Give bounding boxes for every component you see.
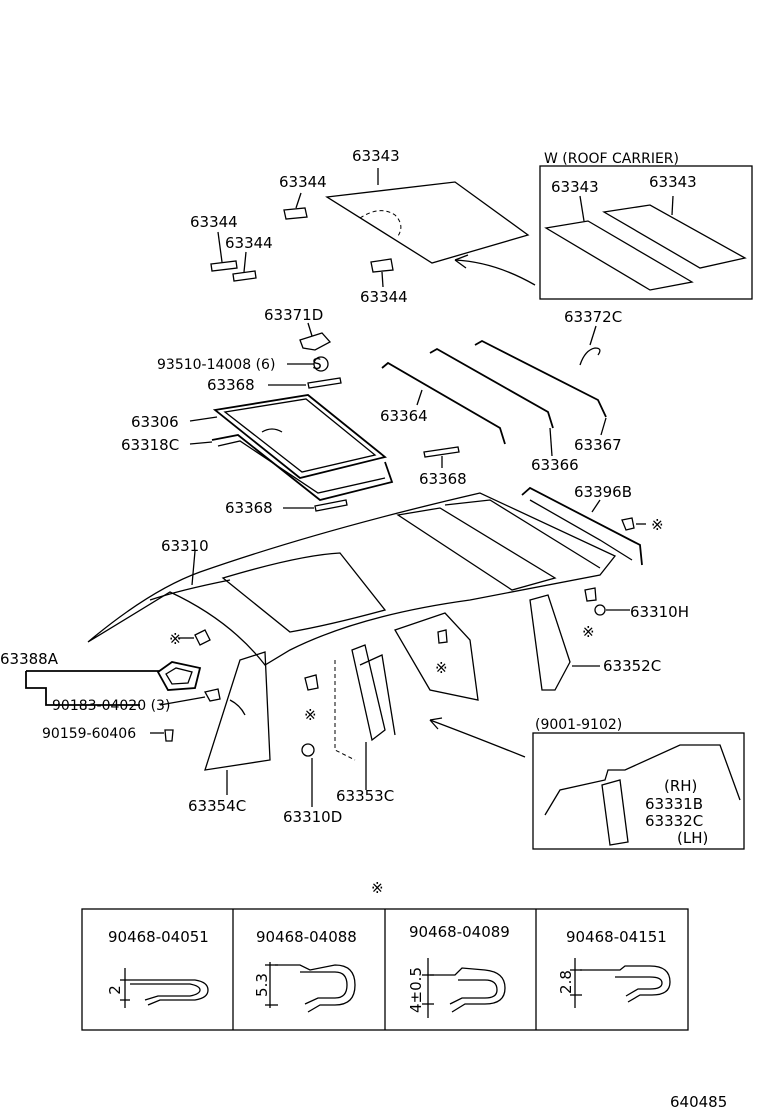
label-63306: 63306 <box>131 413 179 431</box>
inset-title: (9001-9102) <box>535 717 622 733</box>
label-63388a: 63388A <box>0 650 59 668</box>
clip-cell-3: 90468-04089 4±0.5 <box>407 923 510 1018</box>
roof-silencer-pad <box>325 168 536 286</box>
clip-cell-1: 90468-04051 2 <box>106 928 209 1008</box>
dome-lamp-group <box>25 661 221 742</box>
clip-table <box>81 908 689 1031</box>
label-63344-d: 63344 <box>360 288 408 306</box>
label-63368-b: 63368 <box>419 470 467 488</box>
label-63310h: 63310H <box>630 603 689 621</box>
clip-part-number: 90468-04151 <box>566 928 667 946</box>
clip-dimension: 2.8 <box>557 970 575 994</box>
clip-part-number: 90468-04088 <box>256 928 357 946</box>
label-93510: 93510-14008 (6) <box>157 357 275 373</box>
sunroof-trim-parts <box>189 322 460 512</box>
label-63343-rc2: 63343 <box>649 173 697 191</box>
label-63310d: 63310D <box>283 808 342 826</box>
label-63366: 63366 <box>531 456 579 474</box>
clip-cell-2: 90468-04088 5.3 <box>253 928 357 1013</box>
label-63354c: 63354C <box>188 797 246 815</box>
headlining-assembly <box>87 486 646 666</box>
label-63367: 63367 <box>574 436 622 454</box>
ref-mark-b: ※ <box>169 630 182 648</box>
label-63318c: 63318C <box>121 436 179 454</box>
clip-dimension: 4±0.5 <box>407 967 425 1013</box>
label-63352c: 63352C <box>603 657 661 675</box>
label-90183: 90183-04020 (3) <box>52 698 170 714</box>
roof-bows <box>381 325 607 457</box>
label-63368-a: 63368 <box>207 376 255 394</box>
ref-mark-c: ※ <box>435 659 448 677</box>
label-rh: (RH) <box>664 777 697 795</box>
label-63343-main: 63343 <box>352 147 400 165</box>
label-63344-c: 63344 <box>225 234 273 252</box>
label-63344-a: 63344 <box>279 173 327 191</box>
clip-dimension: 5.3 <box>253 973 271 997</box>
pillar-garnishes <box>178 587 630 807</box>
figure-number: 640485 <box>670 1093 727 1111</box>
label-63310: 63310 <box>161 537 209 555</box>
label-90159: 90159-60406 <box>42 726 136 742</box>
roof-carrier-inset-box <box>539 165 753 300</box>
ref-mark-table: ※ <box>371 879 384 897</box>
clip-part-number: 90468-04089 <box>409 923 510 941</box>
clip-dimension: 2 <box>106 985 124 995</box>
label-63371d: 63371D <box>264 306 323 324</box>
label-63343-rc1: 63343 <box>551 178 599 196</box>
label-63396b: 63396B <box>574 483 632 501</box>
s-symbol: S <box>312 355 322 373</box>
label-63344-b: 63344 <box>190 213 238 231</box>
label-63372c: 63372C <box>564 308 622 326</box>
label-63331b: 63331B <box>645 795 703 813</box>
label-63353c: 63353C <box>336 787 394 805</box>
clip-cell-4: 90468-04151 2.8 <box>557 928 671 1008</box>
ref-mark-d: ※ <box>304 706 317 724</box>
roof-carrier-title: W (ROOF CARRIER) <box>544 151 679 167</box>
ref-mark-a: ※ <box>651 516 664 534</box>
ref-mark-e: ※ <box>582 623 595 641</box>
clip-part-number: 90468-04051 <box>108 928 209 946</box>
label-63364: 63364 <box>380 407 428 425</box>
label-lh: (LH) <box>677 829 708 847</box>
inset-9001-9102-box <box>532 732 745 850</box>
small-pads-63344 <box>210 192 394 288</box>
label-63368-c: 63368 <box>225 499 273 517</box>
label-63332c: 63332C <box>645 812 703 830</box>
